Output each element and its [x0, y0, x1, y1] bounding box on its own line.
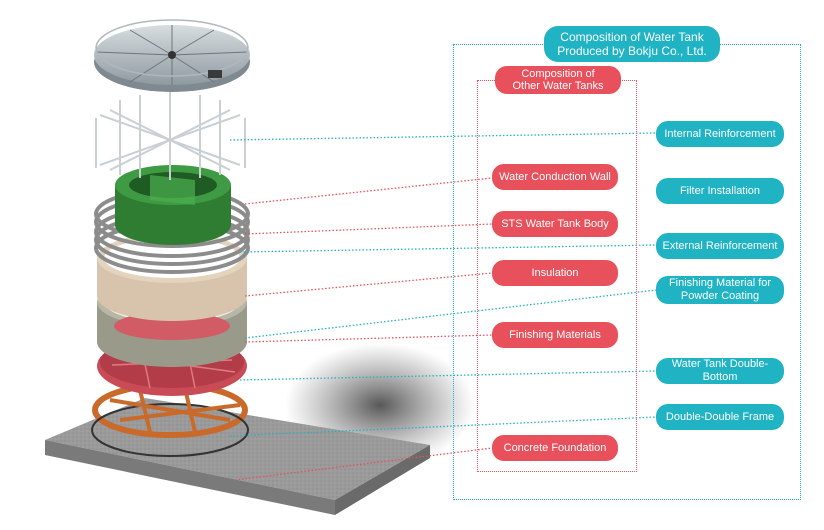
label-concrete-foundation: Concrete Foundation — [492, 435, 618, 461]
other-title-badge: Composition of Other Water Tanks — [495, 66, 621, 94]
label-insulation: Insulation — [492, 260, 618, 286]
label-external-reinforcement: External Reinforcement — [656, 233, 784, 259]
bokju-title-line2: Produced by Bokju Co., Ltd. — [557, 44, 707, 58]
label-filter-installation: Filter Installation — [656, 178, 784, 204]
teal-leader-lines — [229, 132, 657, 437]
bokju-title-line1: Composition of Water Tank — [560, 30, 704, 44]
label-finishing-material-powder-coating: Finishing Material for Powder Coating — [656, 276, 784, 304]
other-title-line2: Other Water Tanks — [512, 80, 604, 92]
red-leader-lines — [234, 177, 493, 481]
water-conduction-wall-graphic — [115, 165, 231, 245]
concrete-foundation-graphic — [45, 398, 430, 515]
bokju-title-badge: Composition of Water Tank Produced by Bo… — [544, 26, 720, 62]
tank-lid-graphic — [94, 19, 250, 92]
label-internal-reinforcement: Internal Reinforcement — [656, 121, 784, 147]
label-double-double-frame: Double-Double Frame — [656, 404, 784, 430]
label-sts-water-tank-body: STS Water Tank Body — [492, 211, 618, 237]
label-water-tank-double-bottom: Water Tank Double-Bottom — [656, 358, 784, 384]
label-finishing-materials: Finishing Materials — [492, 322, 618, 348]
other-title-line1: Composition of — [521, 68, 595, 80]
label-water-conduction-wall: Water Conduction Wall — [492, 164, 618, 190]
internal-reinforcement-graphic — [95, 90, 246, 180]
